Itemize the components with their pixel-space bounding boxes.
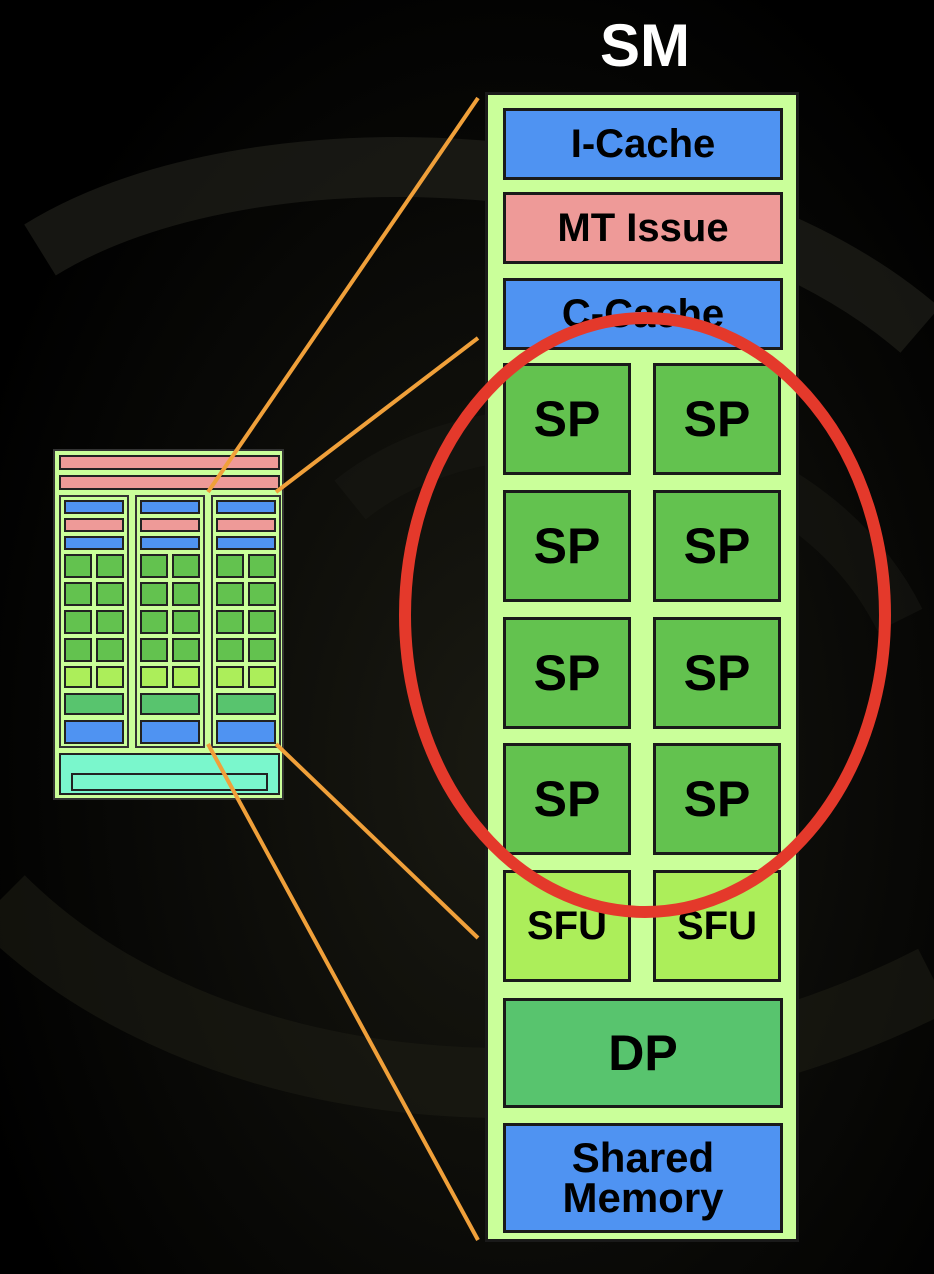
ccache-block: C-Cache [503,278,783,350]
sp-unit: SP [503,743,631,855]
shared-memory-label-line1: Shared [571,1134,715,1181]
mini-bottom-block [59,753,280,795]
sp-unit: SP [653,363,781,475]
dp-block: DP [503,998,783,1108]
mini-sm-column-2 [135,495,205,748]
shared-memory-label-line2: Memory [562,1174,724,1221]
mini-top-bar-2 [59,475,280,490]
sp-unit: SP [653,743,781,855]
shared-memory-block: Shared Memory [503,1123,783,1233]
icache-block: I-Cache [503,108,783,180]
sm-panel: I-Cache MT Issue C-Cache SP SP SP SP SP … [485,92,799,1242]
sp-unit: SP [653,617,781,729]
sp-unit: SP [503,490,631,602]
sm-title: SM [600,12,690,79]
sp-unit: SP [503,617,631,729]
chip-overview [53,449,284,800]
sp-unit: SP [653,490,781,602]
mini-sm-column-1 [59,495,129,748]
mini-sm-column-3 [211,495,281,748]
mini-top-bar-1 [59,455,280,470]
mt-issue-block: MT Issue [503,192,783,264]
sfu-unit: SFU [653,870,781,982]
sfu-unit: SFU [503,870,631,982]
sp-unit: SP [503,363,631,475]
